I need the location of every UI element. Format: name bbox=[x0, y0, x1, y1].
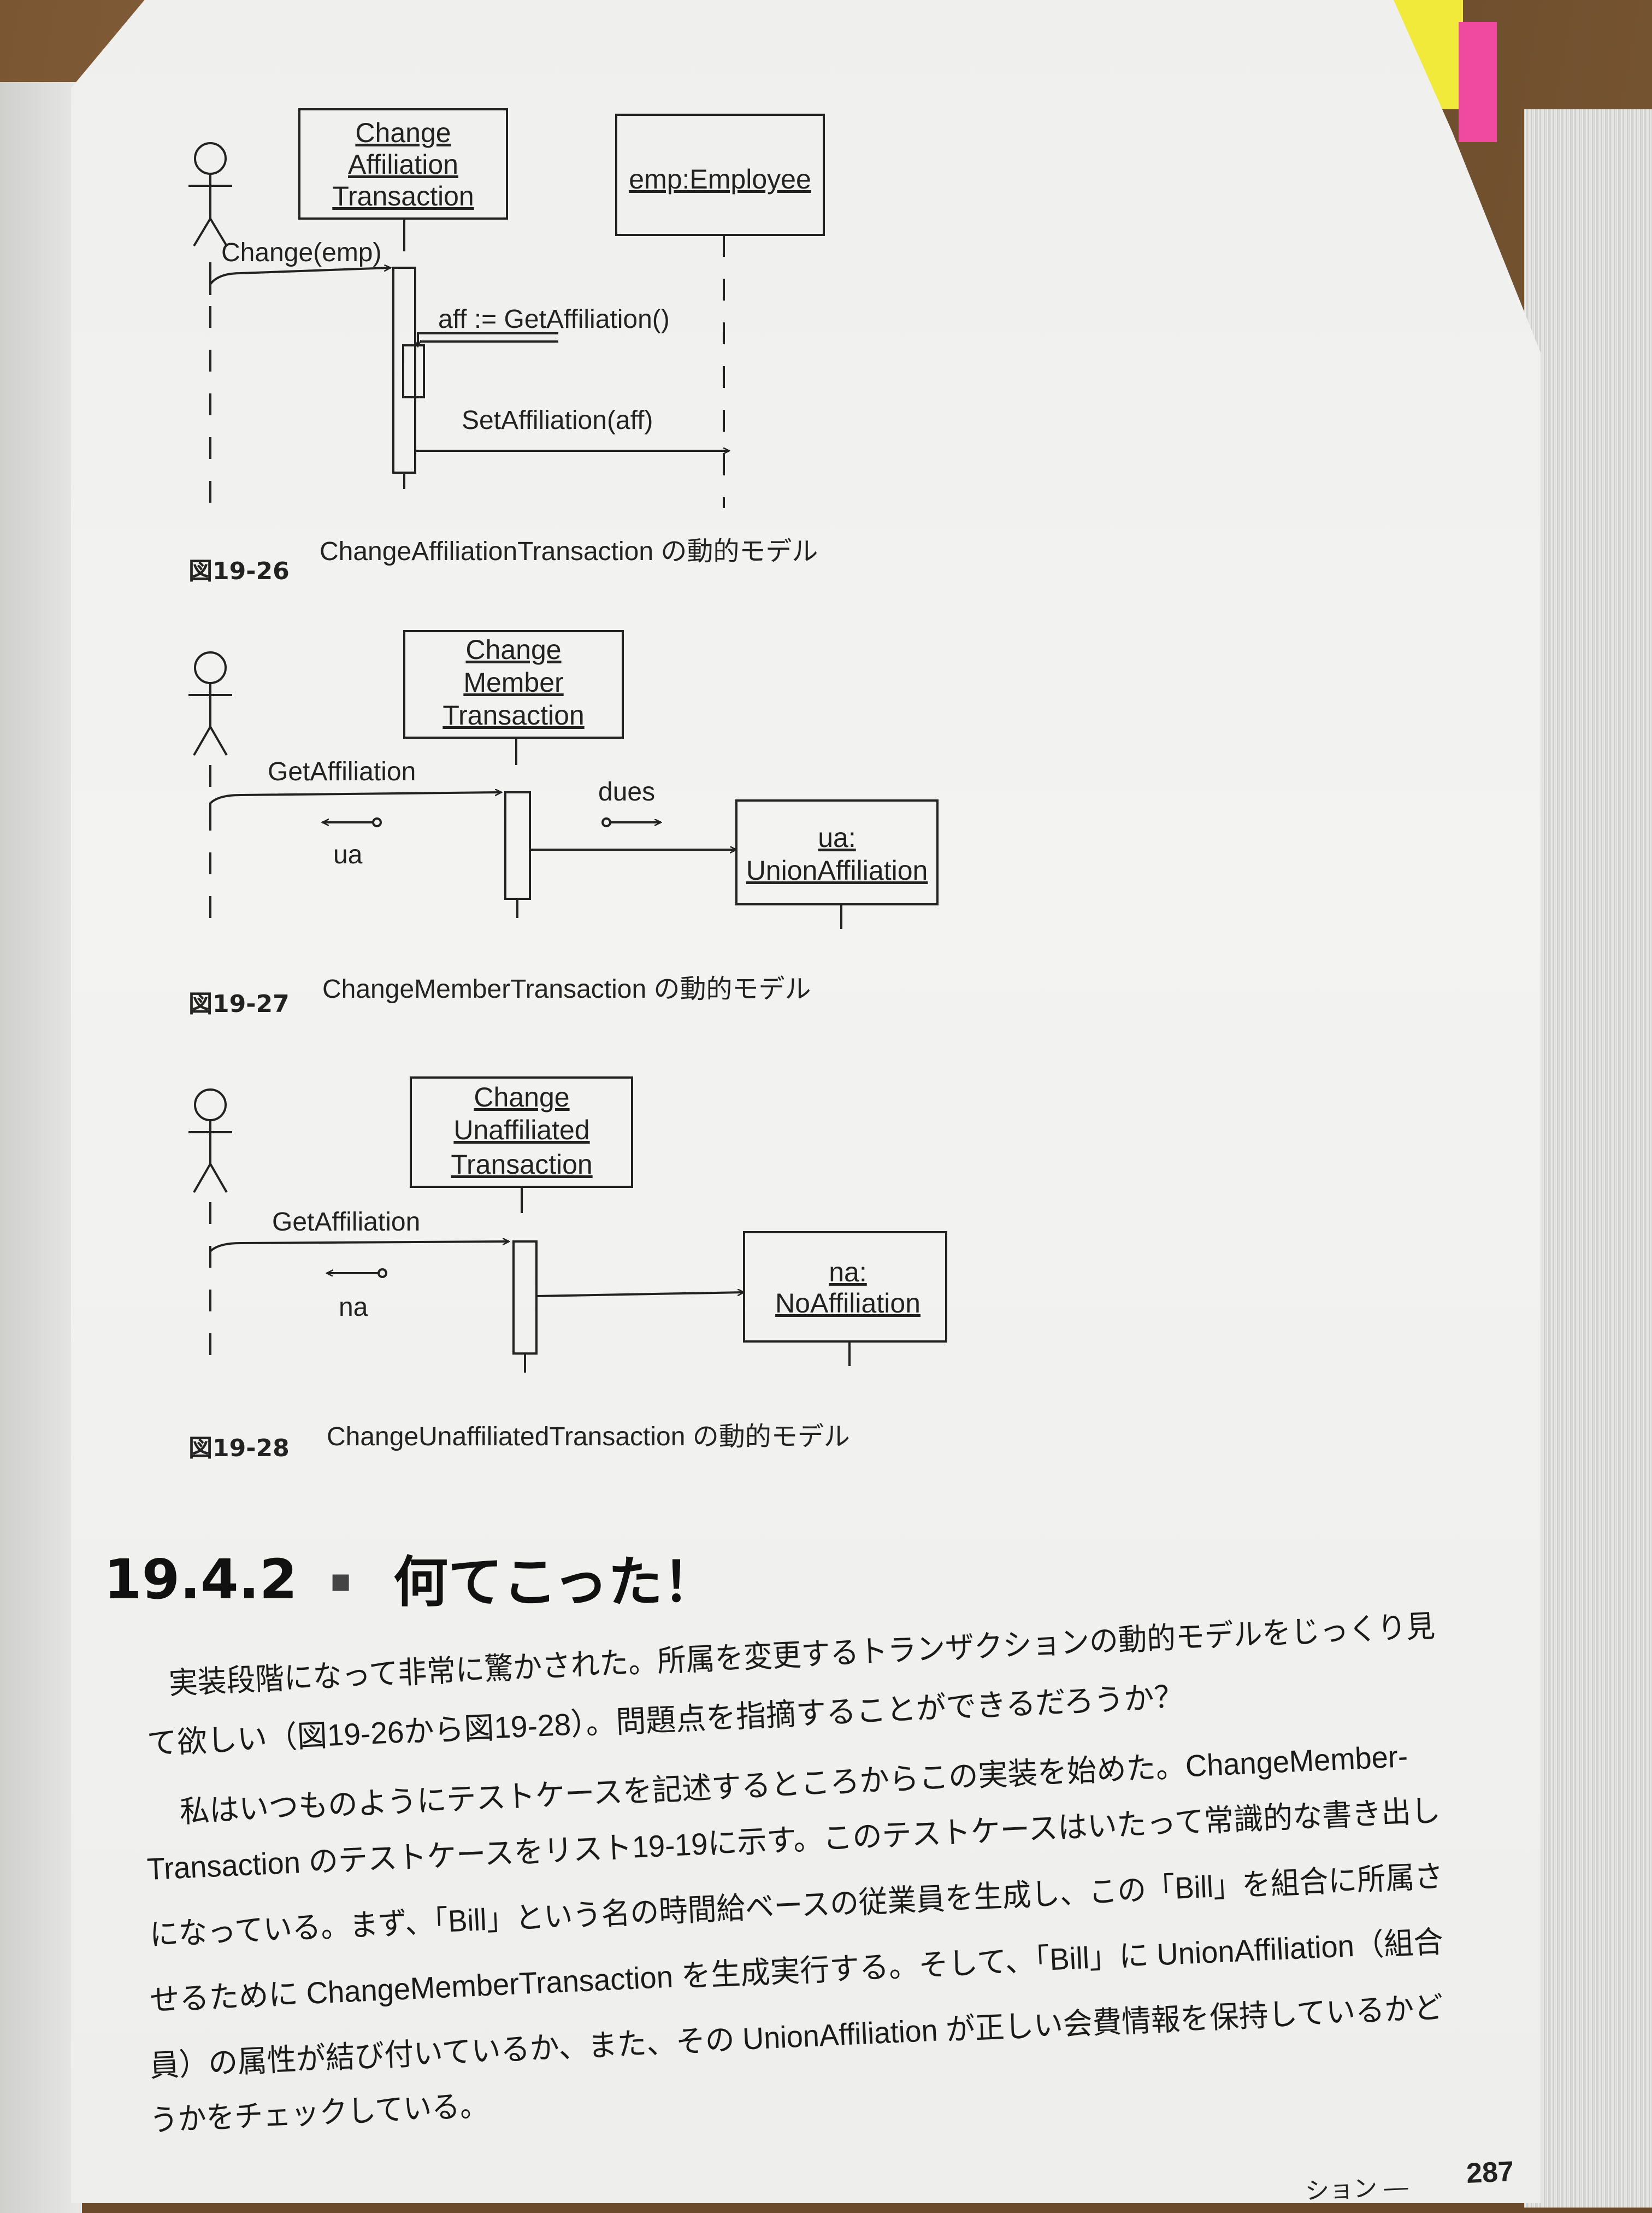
caption-text: ChangeUnaffiliatedTransaction の動的モデル bbox=[327, 1422, 850, 1451]
change-emp-arrow bbox=[209, 268, 391, 295]
pink-sticky-tab bbox=[1459, 22, 1497, 142]
actor-icon bbox=[188, 142, 232, 514]
change-unaffiliated-line3: Transaction bbox=[451, 1149, 592, 1180]
caption-label: 図19-28 bbox=[188, 1434, 290, 1462]
get-affiliation-label: aff := GetAffiliation() bbox=[438, 305, 670, 334]
body-line-1: 実装段階になって非常に驚かされた。所属を変更するトランザクションの動的モデルをじ… bbox=[168, 1609, 1436, 1700]
change-affiliation-line3: Transaction bbox=[332, 181, 474, 211]
union-affiliation-label: UnionAffiliation bbox=[746, 855, 928, 886]
no-affiliation-arrow bbox=[536, 1292, 744, 1297]
change-unaffiliated-line1: Change bbox=[474, 1082, 569, 1113]
section-heading: 19.4.2 ■ 何てこった！ bbox=[104, 1547, 717, 1613]
return-ua-arrow bbox=[322, 817, 382, 827]
section-marker: ■ bbox=[331, 1563, 351, 1600]
figure-19-26 bbox=[188, 108, 825, 514]
na-label: na: bbox=[829, 1257, 867, 1287]
caption-label: 図19-27 bbox=[188, 990, 290, 1018]
section-title: 何てこった！ bbox=[393, 1552, 717, 1613]
page-footer: ション — 287 bbox=[1305, 2156, 1514, 2203]
caption-19-26: 図19-26 ChangeAffiliationTransaction の動的モ… bbox=[188, 537, 818, 585]
caption-text: ChangeMemberTransaction の動的モデル bbox=[322, 975, 811, 1004]
change-member-box bbox=[403, 630, 624, 739]
dues-arg-arrow bbox=[601, 817, 661, 827]
actor-icon bbox=[188, 651, 232, 940]
running-head: ション — bbox=[1305, 2174, 1408, 2203]
change-member-line2: Member bbox=[463, 667, 563, 698]
change-member-line3: Transaction bbox=[442, 700, 584, 731]
return-na-arrow bbox=[327, 1268, 387, 1278]
no-affiliation-label: NoAffiliation bbox=[775, 1288, 921, 1319]
caption-19-28: 図19-28 ChangeUnaffiliatedTransaction の動的… bbox=[188, 1422, 850, 1462]
facing-page-edge bbox=[0, 82, 82, 2213]
activation-bar-nested bbox=[402, 344, 425, 398]
book-page bbox=[71, 0, 1541, 2203]
change-member-line1: Change bbox=[465, 634, 561, 665]
activation-bar bbox=[504, 791, 531, 900]
emp-employee-box bbox=[615, 114, 825, 236]
get-affiliation-arrow bbox=[209, 792, 502, 809]
ua-label: ua: bbox=[818, 822, 856, 853]
caption-label: 図19-26 bbox=[188, 557, 290, 585]
get-affiliation-label: GetAffiliation bbox=[268, 757, 416, 786]
na-no-affiliation-box bbox=[743, 1231, 947, 1343]
caption-19-27: 図19-27 ChangeMemberTransaction の動的モデル bbox=[188, 975, 811, 1018]
page-number: 287 bbox=[1466, 2156, 1514, 2190]
emp-employee-label: emp:Employee bbox=[629, 164, 811, 195]
change-emp-label: Change(emp) bbox=[221, 238, 381, 267]
set-affiliation-label: SetAffiliation(aff) bbox=[462, 406, 653, 435]
change-affiliation-line1: Change bbox=[355, 117, 451, 148]
get-affiliation-arrow bbox=[209, 1241, 509, 1252]
ua-union-affiliation-box bbox=[735, 799, 939, 905]
body-line-8: うかをチェックしている。 bbox=[149, 2088, 489, 2138]
figure-19-27 bbox=[188, 630, 939, 940]
section-number: 19.4.2 bbox=[104, 1547, 297, 1611]
body-text: 実装段階になって非常に驚かされた。所属を変更するトランザクションの動的モデルをじ… bbox=[146, 1609, 1444, 2138]
caption-text: ChangeAffiliationTransaction の動的モデル bbox=[320, 537, 818, 566]
dues-label: dues bbox=[598, 778, 655, 807]
change-unaffiliated-line2: Unaffiliated bbox=[453, 1115, 589, 1145]
figure-19-28 bbox=[188, 1076, 947, 1373]
return-ua-label: ua bbox=[333, 840, 363, 869]
activation-bar bbox=[512, 1240, 538, 1355]
get-affiliation-arrow bbox=[418, 332, 558, 346]
get-affiliation-label: GetAffiliation bbox=[272, 1208, 420, 1237]
page-stack-edge bbox=[1524, 109, 1652, 2208]
change-affiliation-line2: Affiliation bbox=[348, 149, 458, 180]
actor-icon bbox=[188, 1088, 232, 1372]
return-na-label: na bbox=[339, 1293, 368, 1322]
